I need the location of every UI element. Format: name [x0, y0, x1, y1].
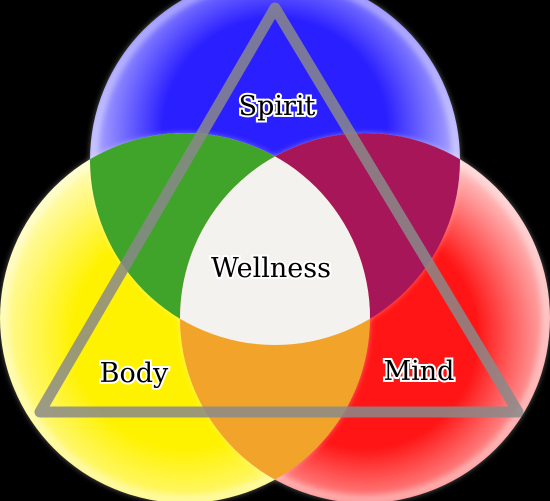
triangle-outline: [34, 2, 524, 418]
spirit-label: Spirit: [239, 91, 316, 122]
body-label: Body: [100, 358, 169, 389]
wellness-label: Wellness: [211, 253, 331, 284]
mind-label: Mind: [384, 356, 455, 387]
